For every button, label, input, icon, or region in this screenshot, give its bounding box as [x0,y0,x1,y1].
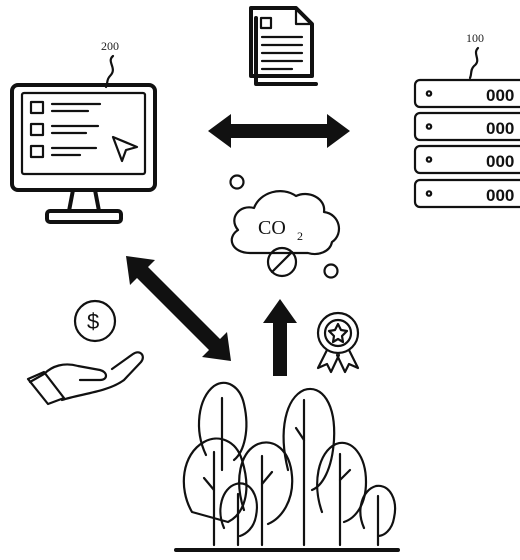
checkbox-icon [29,122,45,137]
server-unit: 000 [413,78,520,109]
server-rack-icon: 100 000 000 000 000 [413,31,520,209]
co2-label: CO [258,217,286,239]
monitor-frame [10,83,157,192]
monitor-screen [20,91,147,176]
checkbox-icon [29,100,45,115]
svg-text:000: 000 [486,186,514,205]
dollar-symbol: $ [87,309,99,334]
prohibit-icon [266,246,298,278]
svg-text:000: 000 [486,86,514,105]
data-exchange-arrow [208,114,350,148]
co2-subscript: 2 [297,229,303,243]
server-unit: 000 [413,144,520,175]
server-unit: 000 [413,111,520,142]
money-hand-icon: $ [26,299,144,406]
svg-text:000: 000 [486,152,514,171]
monitor-stand [45,209,123,224]
server-ref-label: 100 [466,31,484,45]
coin-icon [73,299,117,343]
trade-arrow [126,256,231,361]
forest-icon [174,381,400,552]
computer-icon: 200 [10,39,157,224]
svg-text:000: 000 [486,119,514,138]
co2-cloud-icon: CO 2 [229,174,341,279]
cursor-icon [111,135,139,163]
computer-ref-label: 200 [101,39,119,53]
certificate-badge-icon [316,311,360,374]
checkbox-icon [29,144,45,159]
server-leader-line [468,46,480,80]
computer-leader-line [104,54,115,89]
server-unit: 000 [413,178,520,209]
document-icon [249,6,318,86]
absorption-arrow [263,299,297,376]
